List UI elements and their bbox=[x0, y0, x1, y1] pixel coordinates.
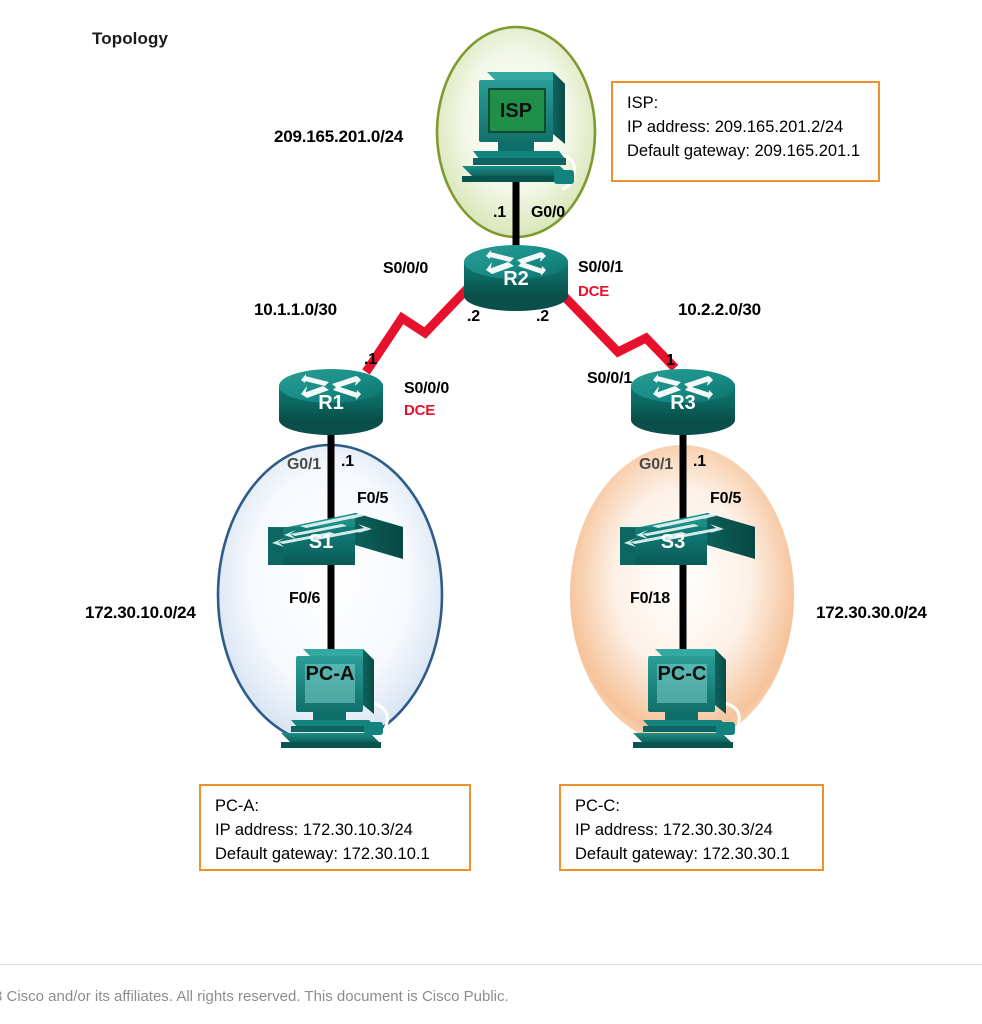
pca-pc-icon bbox=[281, 649, 389, 748]
callout-pca-line1: PC-A: bbox=[215, 797, 260, 815]
s1-switch-icon bbox=[268, 510, 403, 565]
octet-label-r2-g0-0: .1 bbox=[493, 204, 506, 221]
callout-pcc-line3: Default gateway: 172.30.30.1 bbox=[575, 845, 790, 863]
topology-diagram bbox=[216, 25, 794, 748]
page-title: Topology bbox=[92, 29, 169, 48]
callout-isp-line1: ISP: bbox=[627, 94, 659, 112]
iface-label-r1-g0-1: G0/1 bbox=[287, 456, 321, 473]
iface-label-r2-g0-0: G0/0 bbox=[531, 204, 565, 221]
device-label-pcc: PC-C bbox=[657, 663, 707, 685]
callout-pca: PC-A: IP address: 172.30.10.3/24 Default… bbox=[199, 784, 471, 871]
r3-router-icon bbox=[631, 369, 735, 435]
callout-pca-line3: Default gateway: 172.30.10.1 bbox=[215, 845, 430, 863]
device-label-isp: ISP bbox=[499, 100, 533, 122]
device-label-r1: R1 bbox=[318, 392, 344, 414]
network-label-wan-right: 10.2.2.0/30 bbox=[678, 300, 761, 319]
callout-pcc: PC-C: IP address: 172.30.30.3/24 Default… bbox=[559, 784, 824, 871]
device-label-s3: S3 bbox=[660, 531, 686, 553]
callout-pca-line2: IP address: 172.30.10.3/24 bbox=[215, 821, 413, 839]
network-label-wan-left: 10.1.1.0/30 bbox=[254, 300, 337, 319]
iface-label-r2-s0-0-1: S0/0/1 bbox=[578, 259, 624, 276]
s3-switch-icon bbox=[620, 510, 755, 565]
iface-label-r3-g0-1: G0/1 bbox=[639, 456, 673, 473]
device-label-pca: PC-A bbox=[305, 663, 355, 685]
callout-pcc-line1: PC-C: bbox=[575, 797, 620, 815]
pcc-pc-icon bbox=[633, 649, 741, 748]
callout-isp: ISP: IP address: 209.165.201.2/24 Defaul… bbox=[611, 81, 880, 182]
callout-pcc-line2: IP address: 172.30.30.3/24 bbox=[575, 821, 773, 839]
iface-label-s1-f0-5: F0/5 bbox=[357, 490, 389, 507]
iface-label-s3-f0-18: F0/18 bbox=[630, 590, 670, 607]
link-r1-r2 bbox=[362, 284, 472, 375]
octet-label-r2-s0-0-1: .2 bbox=[536, 308, 549, 325]
footer-divider bbox=[0, 964, 982, 965]
r2-router-icon bbox=[464, 245, 568, 311]
dce-label-r1-s0-0-0: DCE bbox=[404, 402, 436, 419]
device-label-s1: S1 bbox=[308, 531, 334, 553]
network-label-lan-left: 172.30.10.0/24 bbox=[85, 603, 196, 622]
link-r2-r3 bbox=[556, 288, 679, 372]
iface-label-r3-s0-0-1: S0/0/1 bbox=[587, 370, 633, 387]
octet-label-r3-g0-1: .1 bbox=[693, 453, 706, 470]
iface-label-r2-s0-0-0: S0/0/0 bbox=[383, 260, 429, 277]
device-label-r2: R2 bbox=[503, 268, 529, 290]
network-label-lan-right: 172.30.30.0/24 bbox=[816, 603, 927, 622]
network-label-isp: 209.165.201.0/24 bbox=[274, 127, 404, 146]
callout-isp-line2: IP address: 209.165.201.2/24 bbox=[627, 118, 844, 136]
callout-isp-line3: Default gateway: 209.165.201.1 bbox=[627, 142, 861, 160]
octet-label-r1-g0-1: .1 bbox=[341, 453, 354, 470]
octet-label-r1-s0-0-0: .1 bbox=[364, 351, 377, 368]
dce-label-r2-s0-0-1: DCE bbox=[578, 283, 610, 300]
octet-label-r3-s0-0-1: 1 bbox=[666, 352, 675, 369]
footer-copyright: 3 Cisco and/or its affiliates. All right… bbox=[0, 988, 509, 1005]
device-label-r3: R3 bbox=[670, 392, 696, 414]
octet-label-r2-s0-0-0: .2 bbox=[467, 308, 480, 325]
iface-label-s1-f0-6: F0/6 bbox=[289, 590, 321, 607]
iface-label-s3-f0-5: F0/5 bbox=[710, 490, 742, 507]
iface-label-r1-s0-0-0: S0/0/0 bbox=[404, 380, 450, 397]
r1-router-icon bbox=[279, 369, 383, 435]
isp-pc-icon bbox=[462, 72, 577, 191]
